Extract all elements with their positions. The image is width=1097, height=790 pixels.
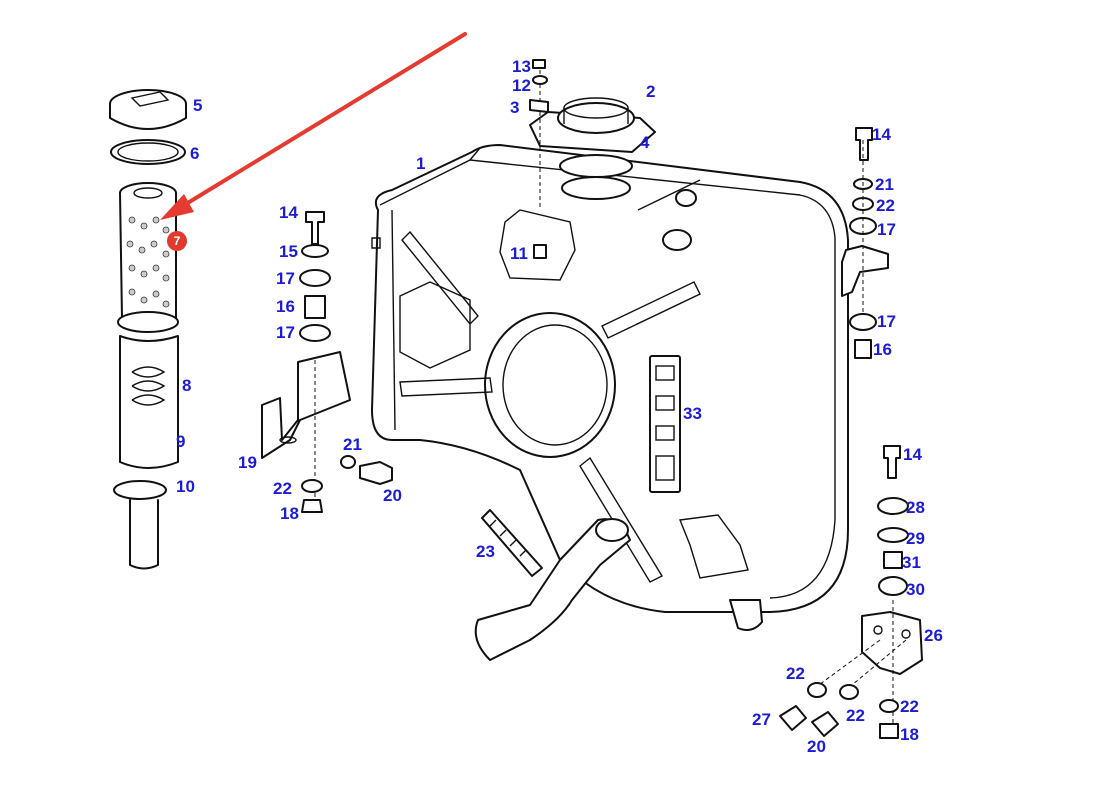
- callout-label: 6: [190, 144, 200, 163]
- callout-label: 27: [752, 710, 771, 729]
- callout-label: 22: [273, 479, 292, 498]
- callout-label: 29: [906, 529, 925, 548]
- callout-label: 18: [280, 504, 299, 523]
- callout-label: 30: [906, 580, 925, 599]
- callout-label: 28: [906, 498, 925, 517]
- callout-label: 22: [846, 706, 865, 725]
- callout-label: 9: [176, 432, 186, 451]
- callout-label: 20: [807, 737, 826, 756]
- callout-label: 11: [510, 244, 528, 263]
- callout-label: 16: [276, 297, 295, 316]
- filler-neck-assembly: [529, 59, 656, 259]
- callout-label: 12: [512, 76, 531, 95]
- callout-label: 14: [903, 445, 922, 464]
- callout-label: 17: [276, 323, 295, 342]
- hose-clip: [481, 509, 543, 577]
- callout-label: 31: [902, 553, 921, 572]
- callout-label: 21: [343, 435, 362, 454]
- callout-label: 23: [476, 542, 495, 561]
- callout-label: 4: [640, 133, 650, 152]
- highlighted-part-badge: 7: [167, 231, 187, 251]
- callout-label: 16: [873, 340, 892, 359]
- callout-label: 2: [646, 82, 656, 101]
- red-arrow: [160, 32, 467, 220]
- callout-label: 14: [872, 125, 891, 144]
- callout-label: 18: [900, 725, 919, 744]
- callout-label: 22: [786, 664, 805, 683]
- left-bracket-assembly: [261, 211, 393, 513]
- callout-label: 17: [877, 312, 896, 331]
- callout-label: 15: [279, 242, 298, 261]
- callout-label: 26: [924, 626, 943, 645]
- callout-label: 1: [416, 154, 426, 173]
- callout-label: 17: [276, 269, 295, 288]
- callout-label: 3: [510, 98, 520, 117]
- callout-label: 13: [512, 57, 531, 76]
- filler-cap-and-filter: [109, 89, 187, 570]
- callout-label: 22: [876, 196, 895, 215]
- callout-label: 8: [182, 376, 192, 395]
- callout-label: 33: [683, 404, 702, 423]
- right-upper-mount: [841, 127, 889, 359]
- callout-label: 5: [193, 96, 203, 115]
- callout-label: 10: [176, 477, 195, 496]
- callout-label: 19: [238, 453, 257, 472]
- callout-label: 22: [900, 697, 919, 716]
- callout-label: 14: [279, 203, 298, 222]
- right-lower-mount: [779, 445, 923, 740]
- fuel-tank: [371, 144, 849, 661]
- callout-label: 21: [875, 175, 894, 194]
- callout-label: 20: [383, 486, 402, 505]
- callout-label: 17: [877, 220, 896, 239]
